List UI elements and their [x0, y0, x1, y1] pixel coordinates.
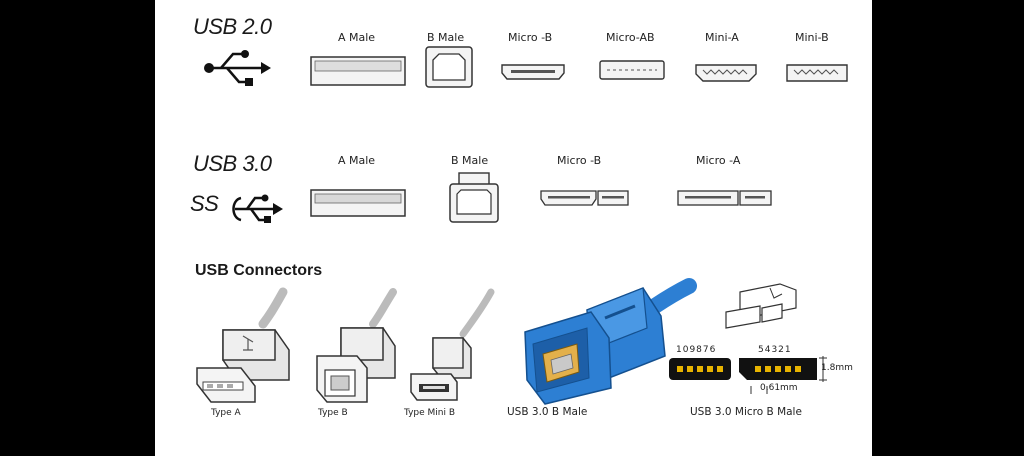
- type-b-plug-icon: [316, 288, 397, 403]
- usb2-label-b-male: B Male: [427, 31, 465, 44]
- usb2-micro-ab-port-icon: [599, 60, 665, 80]
- usb-trident-icon: [204, 50, 271, 86]
- usb3-title: USB 3.0: [193, 151, 272, 176]
- type-mini-b-plug-icon: [410, 288, 495, 401]
- usb3-label-micro-a: Micro -A: [696, 154, 741, 167]
- usb2-mini-a-port-icon: [695, 64, 757, 82]
- usb2-label-micro-ab: Micro-AB: [606, 31, 655, 44]
- caption-usb3-b-male: USB 3.0 B Male: [507, 406, 588, 418]
- usb2-label-mini-b: Mini-B: [795, 31, 829, 44]
- usb-connectors-heading: USB Connectors: [195, 262, 323, 279]
- usb3-label-b-male: B Male: [451, 154, 489, 167]
- usb3-micro-b-sketch-icon: [725, 283, 797, 329]
- superspeed-trident-icon: [232, 194, 283, 223]
- height-dimension: 1.8mm: [821, 363, 853, 373]
- caption-type-mini-b: Type Mini B: [404, 408, 456, 418]
- usb2-label-mini-a: Mini-A: [705, 31, 739, 44]
- usb2-title: USB 2.0: [193, 14, 272, 39]
- usb3-a-male-port-icon: [310, 189, 406, 217]
- caption-usb3-micro-b-male: USB 3.0 Micro B Male: [690, 406, 802, 418]
- usb3-label-a-male: A Male: [338, 154, 376, 167]
- type-a-plug-icon: [196, 287, 290, 403]
- usb2-b-male-port-icon: [425, 46, 473, 88]
- usb2-mini-b-port-icon: [786, 64, 848, 82]
- usb2-micro-b-port-icon: [501, 64, 565, 80]
- usb3-micro-b-pinout-icon: [669, 356, 827, 394]
- usb3-b-male-plug-icon: [524, 278, 697, 405]
- usb2-label-micro-b: Micro -B: [508, 31, 553, 44]
- pin-numbers-left: 109876: [676, 345, 717, 355]
- caption-type-b: Type B: [318, 408, 348, 418]
- ss-logo: SS: [190, 191, 219, 216]
- caption-type-a: Type A: [211, 408, 241, 418]
- usb3-micro-a-port-icon: [677, 190, 772, 206]
- usb2-label-a-male: A Male: [338, 31, 376, 44]
- usb2-a-male-port-icon: [310, 56, 406, 86]
- pin-numbers-right: 54321: [758, 345, 792, 355]
- usb3-b-male-port-icon: [449, 172, 499, 223]
- usb3-micro-b-port-icon: [540, 190, 629, 206]
- usb3-label-micro-b: Micro -B: [557, 154, 602, 167]
- width-dimension: 0.61mm: [760, 383, 798, 393]
- diagram-panel: USB 2.0 A Male B Male Micro -B Micro-AB …: [155, 0, 872, 456]
